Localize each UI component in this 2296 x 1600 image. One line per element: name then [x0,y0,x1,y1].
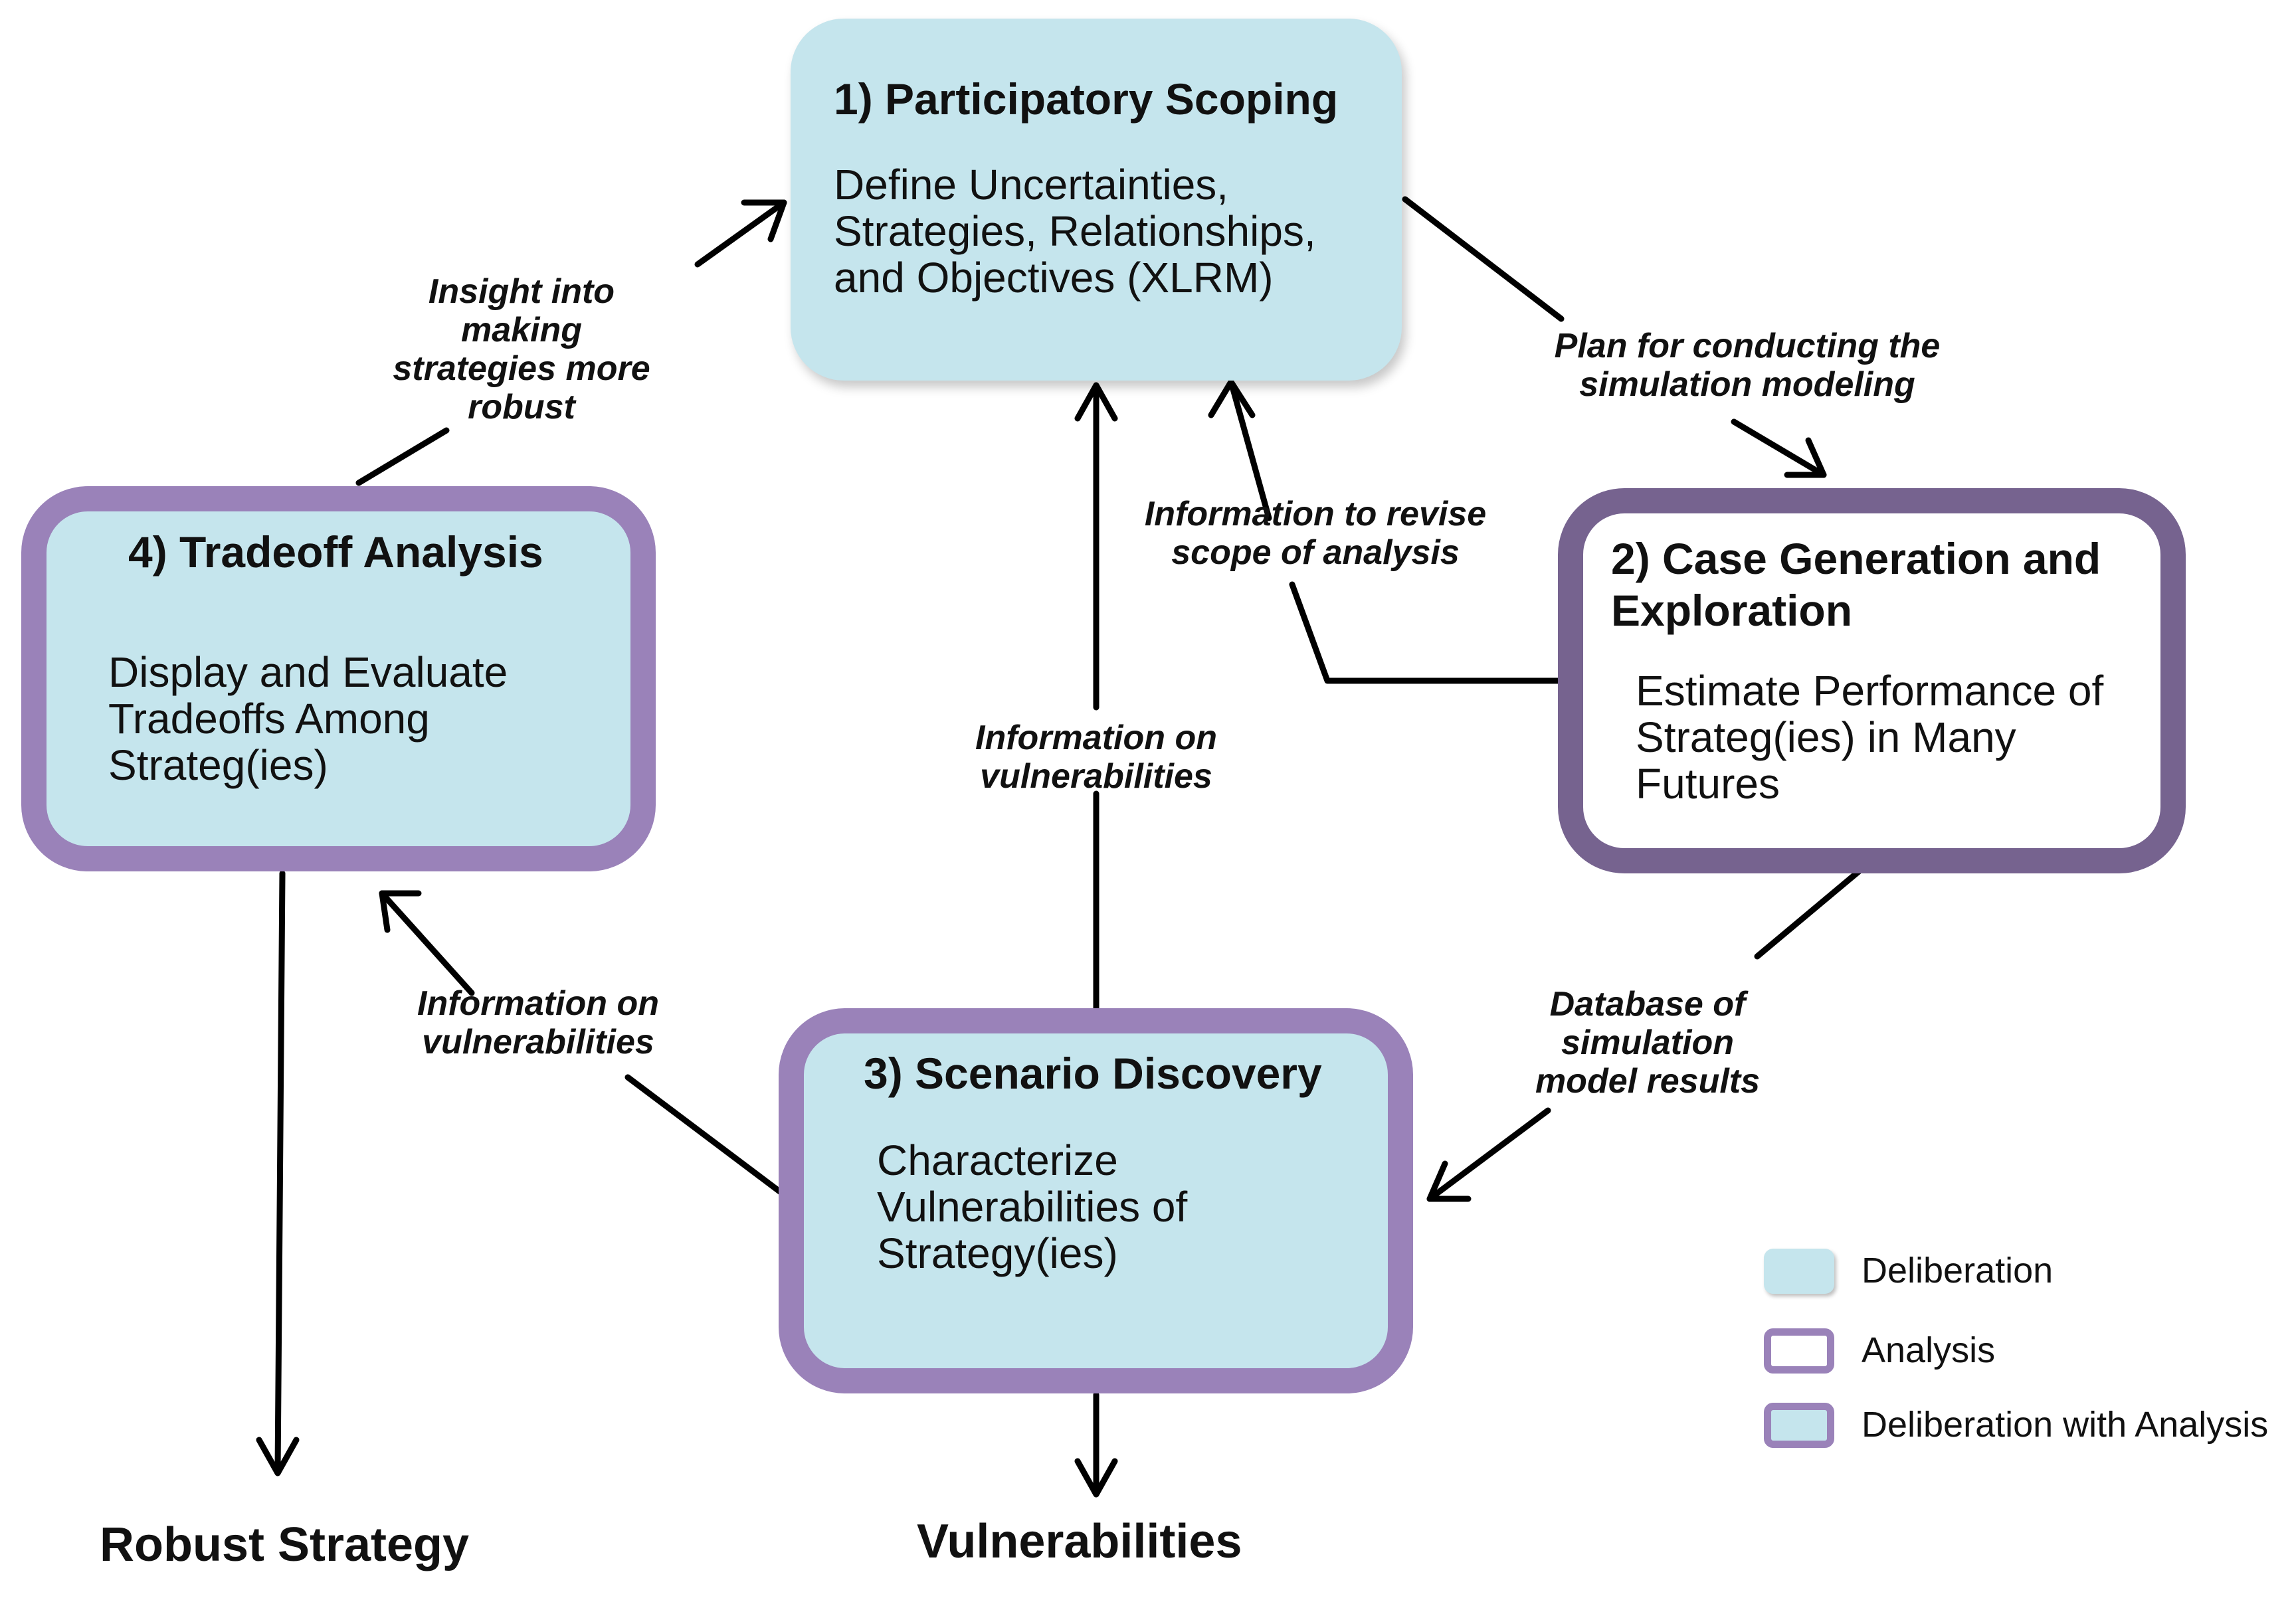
label-database-line: Database of [1549,985,1746,1023]
scenario-discovery-body-line: Strategy(ies) [877,1229,1118,1277]
arrow-vuln-left-line [624,1074,784,1196]
output-vulnerabilities: Vulnerabilities [917,1515,1242,1568]
arrow-robust-head [256,1437,300,1476]
tradeoff-body: Display and Evaluate Tradeoffs Among Str… [108,649,508,788]
arrow-plan-head [1784,437,1827,478]
legend-swatch-analysis [1764,1328,1834,1374]
label-insight-line: Insight into [428,272,615,311]
legend-swatch-deliberation [1764,1249,1834,1294]
label-revise-line: Information to revise [1144,495,1487,533]
label-vuln-center-line: vulnerabilities [980,757,1212,796]
tradeoff-box [21,486,656,871]
tradeoff-body-line: Display and Evaluate [108,648,508,696]
label-plan-line: Plan for conducting the [1554,327,1941,365]
case-generation-box [1558,488,2186,873]
arrow-database-line-upper [1754,868,1862,960]
arrow-plan-line-upper [1402,196,1565,322]
arrow-revise-line-upper [1228,379,1272,521]
label-vuln-left-line: Information on [417,984,659,1023]
tradeoff-title: 4) Tradeoff Analysis [128,527,543,577]
case-generation-title-line: 2) Case Generation and [1611,534,2101,583]
label-database-line: simulation [1561,1023,1735,1062]
legend-label-deliberation-with-analysis: Deliberation with Analysis [1862,1405,2269,1445]
scenario-discovery-body-line: Vulnerabilities of [877,1183,1188,1231]
label-revise: Information to revise scope of analysis [1109,495,1521,572]
tradeoff-body-line: Strateg(ies) [108,741,328,789]
label-vuln-left: Information on vulnerabilities [385,984,691,1061]
scenario-discovery-body: Characterize Vulnerabilities of Strategy… [877,1137,1187,1277]
label-vuln-left-line: vulnerabilities [422,1023,654,1061]
scenario-discovery-box [779,1008,1413,1393]
case-generation-body-line: Futures [1636,760,1780,808]
label-revise-line: scope of analysis [1171,533,1460,572]
arrow-vuln-left-line-upper [379,890,475,996]
scoping-body-line: Strategies, Relationships, [834,207,1316,255]
scoping-title: 1) Participatory Scoping [834,74,1339,124]
label-database: Database of simulation model results [1515,985,1780,1101]
arrow-revise-line [1289,581,1561,684]
label-vuln-center-line: Information on [975,719,1217,757]
output-robust-strategy: Robust Strategy [100,1518,470,1571]
arrow-plan-line-lower [1731,418,1827,478]
label-insight-line: strategies more [393,349,650,388]
label-insight-line: making [460,311,583,349]
arrow-insight-line-upper [694,199,787,268]
label-plan: Plan for conducting the simulation model… [1528,327,1966,404]
legend-label-deliberation: Deliberation [1862,1251,2054,1290]
case-generation-body-line: Strateg(ies) in Many [1636,713,2016,761]
arrow-robust-line [274,870,286,1474]
scoping-body-line: Define Uncertainties, [834,161,1229,209]
arrow-insight-line [355,427,450,486]
scoping-body: Define Uncertainties, Strategies, Relati… [834,161,1316,301]
arrow-vuln-center-head [1074,382,1118,422]
arrow-database-line-lower [1426,1107,1551,1202]
label-insight-line: robust [468,388,575,426]
scenario-discovery-title: 3) Scenario Discovery [864,1049,1322,1098]
scoping-body-line: and Objectives (XLRM) [834,254,1274,302]
case-generation-body: Estimate Performance of Strateg(ies) in … [1636,667,2103,807]
legend-swatch-deliberation-with-analysis [1764,1403,1834,1448]
tradeoff-body-line: Tradeoffs Among [108,695,430,743]
label-insight: Insight into making strategies more robu… [372,272,671,426]
arrow-database-head [1426,1160,1472,1202]
scoping-box [791,19,1402,381]
label-database-line: model results [1535,1062,1761,1101]
arrow-insight-head [741,199,787,242]
label-vuln-center: Information on vulnerabilities [943,719,1249,796]
label-plan-line: simulation modeling [1579,365,1915,404]
arrow-revise-head [1208,379,1256,418]
case-generation-title: 2) Case Generation and Exploration [1611,533,2101,636]
arrow-vuln-left-head [379,890,422,933]
case-generation-title-line: Exploration [1611,586,1853,635]
arrow-vulnerabilities-head [1074,1458,1118,1498]
scenario-discovery-body-line: Characterize [877,1136,1118,1184]
case-generation-body-line: Estimate Performance of [1636,667,2104,715]
legend-label-analysis: Analysis [1862,1330,1996,1370]
